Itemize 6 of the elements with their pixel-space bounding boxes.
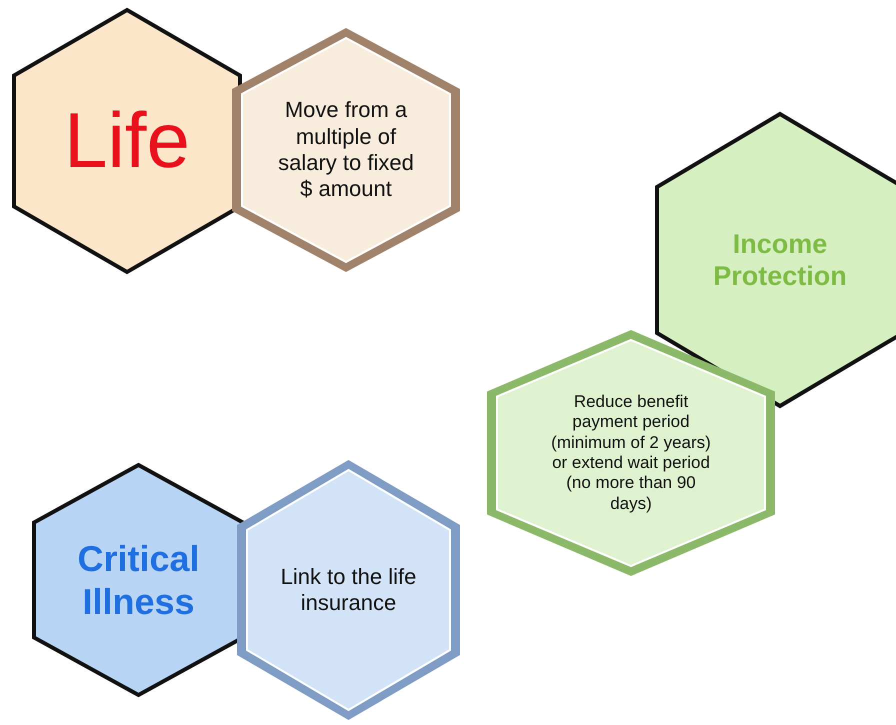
hexagon-label: Critical Illness: [76, 536, 201, 624]
hexagon-label: Income Protection: [712, 228, 848, 292]
hexagon-label: Link to the life insurance: [280, 564, 418, 616]
hexagon-label: Life: [63, 95, 191, 186]
hexagon-label: Reduce benefit payment period (minimum of 2 years) or extend wait period (no more than 90 days): [551, 392, 711, 514]
hexagon-label: Move from a multiple of salary to fixed $ amount: [277, 97, 415, 203]
